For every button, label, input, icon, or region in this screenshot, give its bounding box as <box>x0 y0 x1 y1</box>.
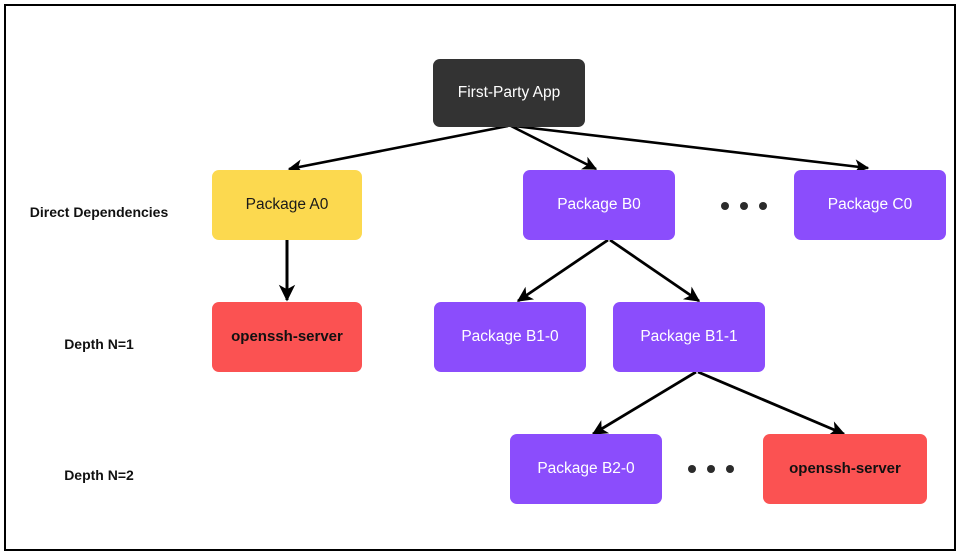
ellipsis-dot <box>726 465 734 473</box>
edge-root-to-c0 <box>513 124 870 174</box>
node-package-c0-label: Package C0 <box>827 196 913 214</box>
edge-root-to-a0 <box>287 124 509 174</box>
node-package-b0-label: Package B0 <box>557 196 641 214</box>
node-package-b0[interactable]: Package B0 <box>523 170 675 240</box>
ellipsis-depth-2 <box>688 465 734 473</box>
ellipsis-dot <box>721 202 729 210</box>
node-package-b2-0[interactable]: Package B2-0 <box>510 434 662 504</box>
edge-b0-to-b1-1 <box>609 238 701 303</box>
row-label-depth-2: Depth N=2 <box>64 467 134 483</box>
row-label-direct-dependencies: Direct Dependencies <box>29 204 169 220</box>
node-package-a0[interactable]: Package A0 <box>212 170 362 240</box>
diagram-canvas: Direct Dependencies Depth N=1 Depth N=2 … <box>4 4 956 551</box>
edge-b1-1-to-b2-0 <box>591 370 697 436</box>
ellipsis-direct-dependencies <box>721 202 767 210</box>
node-package-b1-1[interactable]: Package B1-1 <box>613 302 765 372</box>
ellipsis-dot <box>759 202 767 210</box>
node-package-b1-0[interactable]: Package B1-0 <box>434 302 586 372</box>
node-openssh-server-depth-1[interactable]: openssh-server <box>212 302 362 372</box>
edge-b1-1-to-openssh-server-depth-2 <box>697 370 846 436</box>
node-first-party-app-label: First-Party App <box>457 84 561 102</box>
node-package-c0[interactable]: Package C0 <box>794 170 946 240</box>
row-label-depth-1: Depth N=1 <box>64 336 134 352</box>
ellipsis-dot <box>740 202 748 210</box>
node-openssh-server-depth-2[interactable]: openssh-server <box>763 434 927 504</box>
node-first-party-app[interactable]: First-Party App <box>433 59 585 127</box>
ellipsis-dot <box>707 465 715 473</box>
node-package-b2-0-label: Package B2-0 <box>537 460 635 478</box>
ellipsis-dot <box>688 465 696 473</box>
node-package-b1-0-label: Package B1-0 <box>461 328 559 346</box>
edge-root-to-b0 <box>510 124 598 171</box>
edge-b0-to-b1-0 <box>516 238 609 303</box>
node-openssh-server-depth-2-label: openssh-server <box>789 460 901 478</box>
node-openssh-server-depth-1-label: openssh-server <box>231 328 343 346</box>
node-package-a0-label: Package A0 <box>245 196 329 214</box>
node-package-b1-1-label: Package B1-1 <box>640 328 738 346</box>
